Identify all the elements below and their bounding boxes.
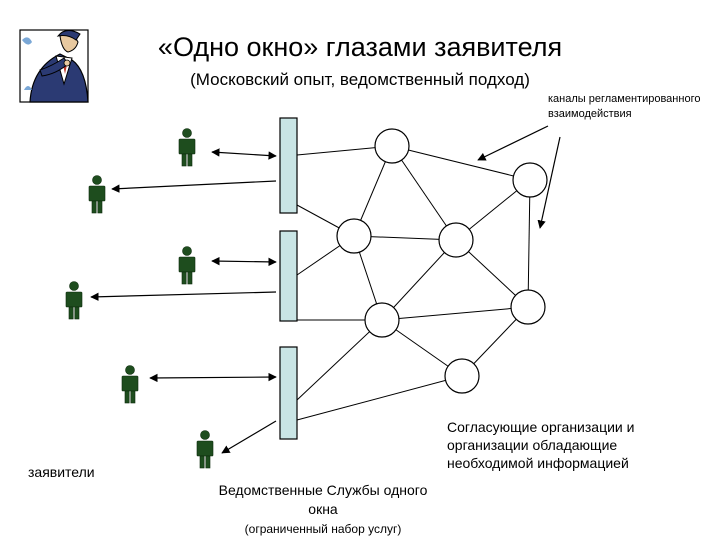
slide-subtitle: (Московский опыт, ведомственный подход): [190, 70, 530, 89]
applicants-label: заявители: [28, 464, 95, 480]
channels-label: каналы регламентированного взаимодействи…: [548, 93, 701, 120]
organization-nodes: [336, 128, 548, 394]
services-label: Ведомственные Службы одного окна (ограни…: [213, 481, 433, 539]
organization-node: [444, 358, 480, 394]
organizations-label: Согласующие организации и организации об…: [447, 419, 635, 471]
person-icon: [121, 365, 139, 404]
person-icon: [178, 246, 196, 285]
service-window-1: [279, 117, 298, 214]
organization-node: [364, 302, 400, 338]
businessman-clipart-icon: [19, 29, 89, 103]
organization-node: [510, 289, 546, 325]
organization-node: [336, 218, 372, 254]
slide-title: «Одно окно» глазами заявителя: [157, 32, 563, 62]
service-windows: [279, 117, 298, 440]
service-window-3: [279, 346, 298, 440]
services-note-label: (ограниченный набор услуг): [244, 522, 402, 536]
organization-node: [512, 162, 548, 198]
applicant-arrows: [90, 148, 277, 454]
person-icon: [196, 430, 214, 469]
person-icon: [88, 175, 106, 214]
services-main-label: Ведомственные Службы одного окна: [218, 482, 428, 517]
network-links: [296, 145, 531, 421]
channel-pointer-arrows: [477, 125, 561, 229]
person-icon: [65, 281, 83, 320]
service-window-2: [279, 230, 298, 322]
organization-node: [438, 222, 474, 258]
person-icon: [178, 128, 196, 167]
organization-node: [374, 128, 410, 164]
